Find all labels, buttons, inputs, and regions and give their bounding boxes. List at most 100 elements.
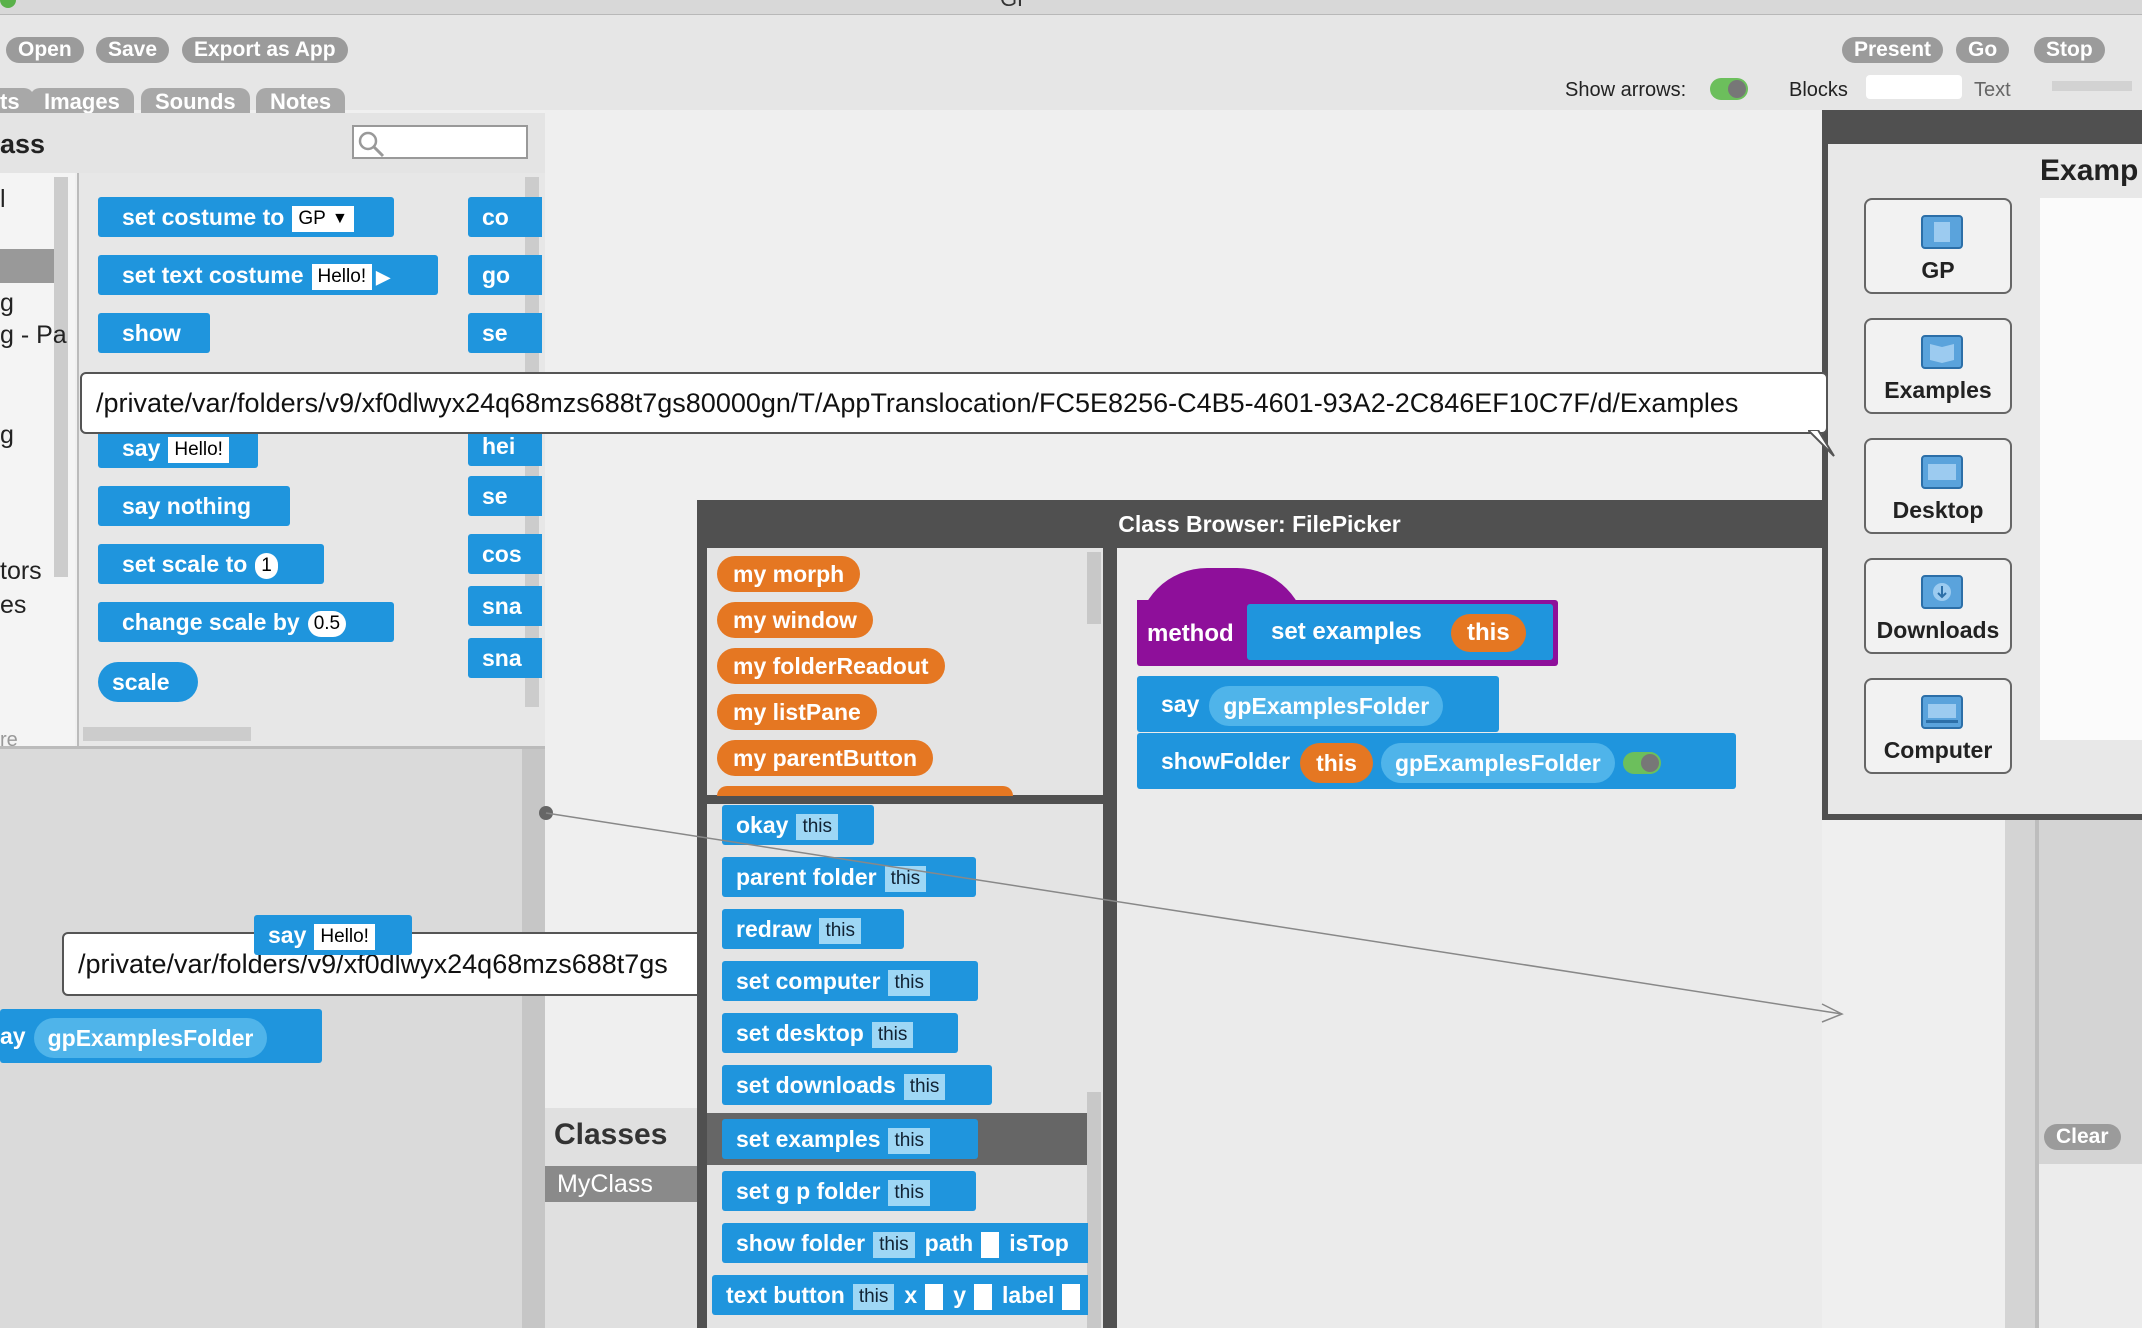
category-item[interactable]: l xyxy=(0,185,6,213)
method-param-this[interactable]: this xyxy=(1451,614,1526,652)
palette-hscrollbar[interactable] xyxy=(83,727,251,741)
category-item[interactable]: g - Pa xyxy=(0,321,67,349)
var-block-partial[interactable] xyxy=(717,786,1013,796)
var-block-my-folderreadout[interactable]: my folderReadout xyxy=(717,648,945,684)
palette-block[interactable]: co xyxy=(468,197,542,237)
classes-panel-title: Classes xyxy=(554,1118,668,1151)
var-block-my-window[interactable]: my window xyxy=(717,602,873,638)
block-scale-reporter[interactable]: scale xyxy=(98,662,198,702)
text-label: Text xyxy=(1974,79,2011,101)
category-item[interactable]: re xyxy=(0,729,18,751)
tab-scripts[interactable]: ts xyxy=(0,88,34,116)
var-block-my-parentbutton[interactable]: my parentButton xyxy=(717,740,933,776)
category-item[interactable]: es xyxy=(0,591,27,619)
palette-block[interactable]: sna xyxy=(468,586,542,626)
variable-reporter[interactable]: gpExamplesFolder xyxy=(1380,742,1615,783)
block-arg[interactable]: 1 xyxy=(255,552,278,579)
palette-divider[interactable] xyxy=(0,746,545,749)
triangle-right-icon[interactable]: ▶ xyxy=(376,267,390,287)
folder-button-examples[interactable]: Examples xyxy=(1864,318,2012,414)
method-param-slot[interactable] xyxy=(981,1231,1000,1258)
blocks-text-slider[interactable] xyxy=(1866,75,1962,99)
block-arg[interactable]: Hello! xyxy=(311,263,373,290)
palette-block[interactable]: go xyxy=(468,255,542,295)
palette-block[interactable]: cos xyxy=(468,534,542,574)
block-show[interactable]: show xyxy=(98,313,210,353)
clear-button[interactable]: Clear xyxy=(2044,1124,2121,1150)
block-label: scale xyxy=(112,669,170,695)
right-lower-content[interactable] xyxy=(2039,1164,2142,1328)
block-set-scale[interactable]: set scale to 1 xyxy=(98,544,324,584)
method-hat-block[interactable]: method set examples this xyxy=(1137,568,1558,676)
var-block-my-morph[interactable]: my morph xyxy=(717,556,861,592)
costume-dropdown[interactable]: GP▼ xyxy=(292,205,354,232)
category-item[interactable]: g xyxy=(0,289,14,317)
palette-block[interactable]: sna xyxy=(468,638,542,678)
var-block-my-listpane[interactable]: my listPane xyxy=(717,694,877,730)
block-arg[interactable]: Hello! xyxy=(314,923,375,950)
method-param-slot[interactable] xyxy=(925,1283,944,1310)
block-arg[interactable]: Hello! xyxy=(168,436,229,463)
file-picker-list[interactable] xyxy=(2040,198,2142,740)
method-param-slot[interactable] xyxy=(1062,1283,1081,1310)
show-arrows-toggle[interactable] xyxy=(1710,78,1748,100)
method-arg: this xyxy=(852,1283,895,1310)
folder-button-desktop[interactable]: Desktop xyxy=(1864,438,2012,534)
block-label: se xyxy=(482,483,508,509)
palette-block[interactable]: se xyxy=(468,313,542,353)
folder-button-computer[interactable]: Computer xyxy=(1864,678,2012,774)
close-dot-icon[interactable] xyxy=(0,0,16,8)
class-list-item-selected[interactable]: MyClass xyxy=(545,1166,697,1202)
block-label: co xyxy=(482,204,509,230)
category-item[interactable]: g xyxy=(0,421,14,449)
class-browser-title[interactable]: Class Browser: FilePicker xyxy=(1118,511,1401,537)
block-say-nothing[interactable]: say nothing xyxy=(98,486,290,526)
block-arg[interactable]: 0.5 xyxy=(307,610,347,637)
tab-notes[interactable]: Notes xyxy=(256,88,346,116)
folder-button-downloads[interactable]: Downloads xyxy=(1864,558,2012,654)
method-signature-block[interactable]: set examples this xyxy=(1247,604,1553,660)
folder-button-gp[interactable]: GP xyxy=(1864,198,2012,294)
open-button[interactable]: Open xyxy=(6,37,84,63)
export-as-app-button[interactable]: Export as App xyxy=(182,37,348,63)
category-item[interactable]: tors xyxy=(0,557,42,585)
block-label: set scale to xyxy=(122,551,248,577)
method-param-slot[interactable] xyxy=(973,1283,992,1310)
variable-reporter[interactable]: gpExamplesFolder xyxy=(1209,685,1444,726)
category-selected-row[interactable] xyxy=(0,249,54,283)
method-list-scrollbar[interactable] xyxy=(1087,1092,1101,1328)
var-list-scrollbar[interactable] xyxy=(1087,552,1101,624)
save-button[interactable]: Save xyxy=(96,37,170,63)
boolean-toggle[interactable] xyxy=(1622,751,1661,774)
category-list-scrollbar[interactable] xyxy=(54,177,68,577)
variable-reporter[interactable]: gpExamplesFolder xyxy=(33,1017,268,1058)
method-label: set computer xyxy=(736,968,881,994)
go-button[interactable]: Go xyxy=(1956,37,2010,63)
present-button[interactable]: Present xyxy=(1842,37,1944,63)
tab-sounds[interactable]: Sounds xyxy=(141,88,250,116)
this-reporter[interactable]: this xyxy=(1300,742,1373,783)
block-label: say nothing xyxy=(122,493,252,519)
palette-block[interactable]: se xyxy=(468,476,542,516)
stop-button[interactable]: Stop xyxy=(2034,37,2105,63)
tab-images[interactable]: Images xyxy=(30,88,134,116)
